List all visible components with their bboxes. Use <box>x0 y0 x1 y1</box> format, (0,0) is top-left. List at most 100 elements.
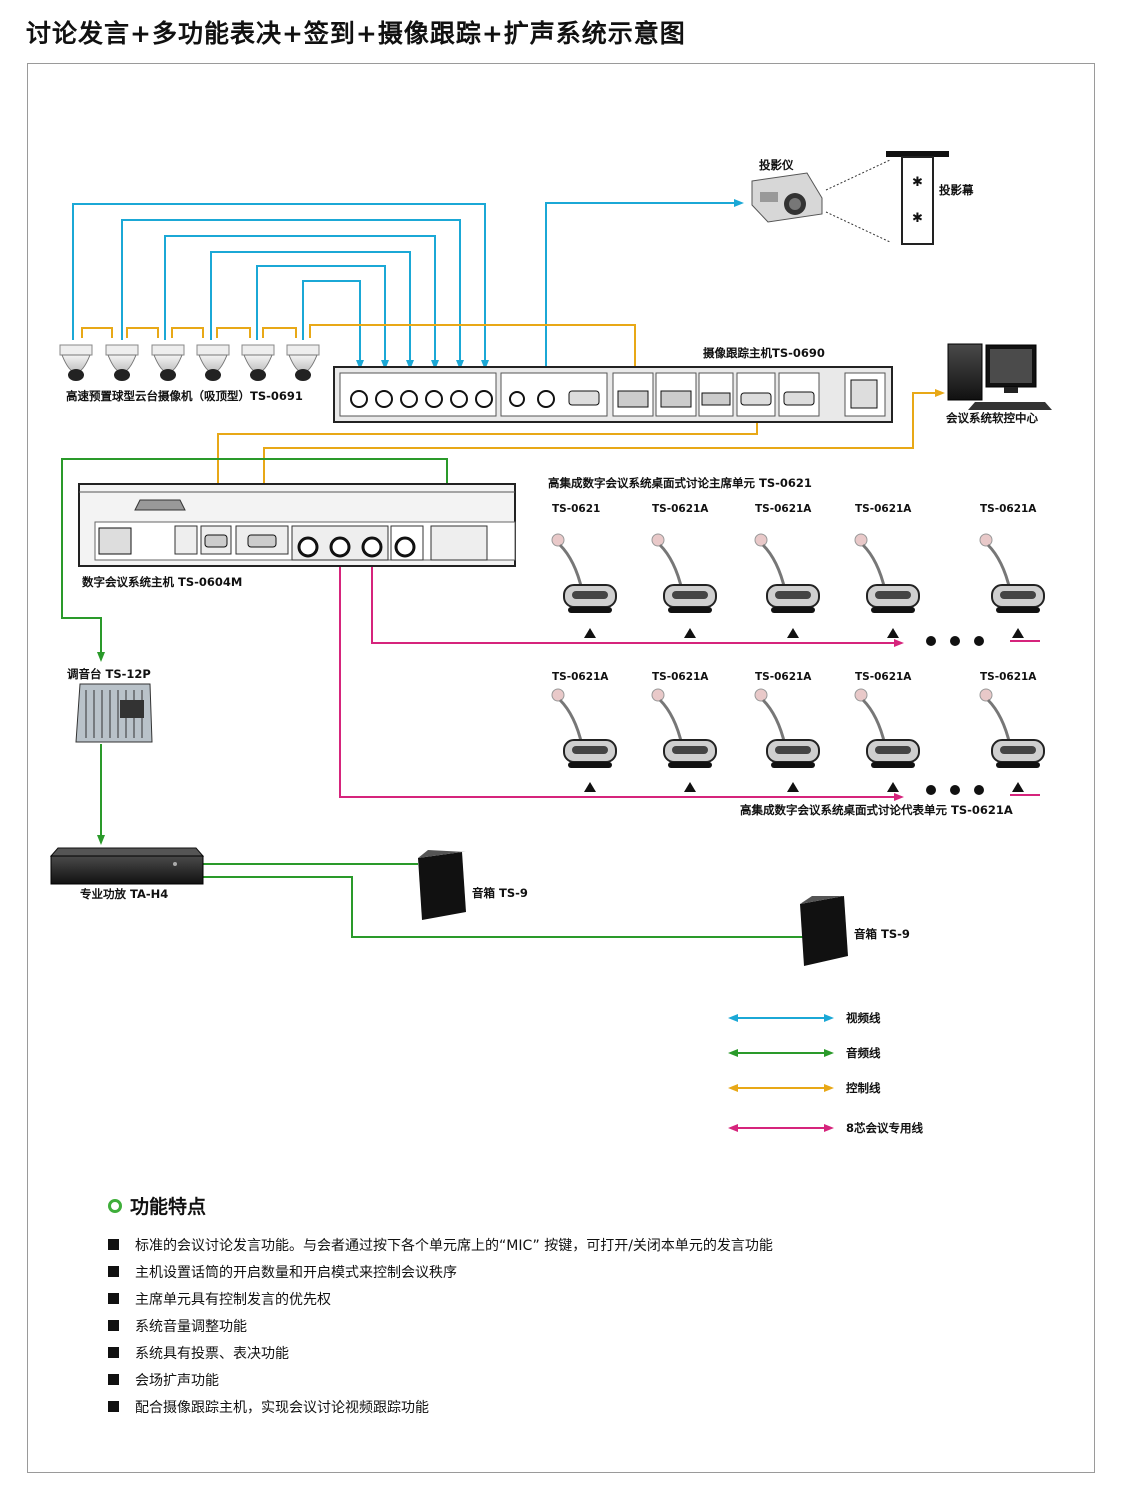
triangle-up-icon <box>1012 782 1024 792</box>
camera-host-label: 摄像跟踪主机TS-0690 <box>703 346 825 360</box>
conference-unit: TS-0621A <box>754 503 820 638</box>
mic-head <box>651 688 665 702</box>
ptz-cameras: 高速预置球型云台摄像机（吸顶型）TS-0691 <box>59 344 320 403</box>
mic-gooseneck <box>658 543 684 591</box>
legend-item: 8芯会议专用线 <box>728 1121 924 1135</box>
projection-screen: ✱ ✱ 投影幕 <box>825 151 974 245</box>
unit-model-label: TS-0621A <box>652 671 709 683</box>
unit-base <box>771 762 815 768</box>
triangle-up-icon <box>584 782 596 792</box>
square-bullet-icon <box>108 1239 119 1250</box>
screen-label: 投影幕 <box>939 183 974 197</box>
feature-list: 标准的会议讨论发言功能。与会者通过按下各个单元席上的“MIC” 按键，可打开/关… <box>108 1231 1008 1420</box>
video-line-cam4 <box>210 251 411 366</box>
projector-label: 投影仪 <box>759 158 794 172</box>
conference-unit: TS-0621A <box>854 503 920 638</box>
video-line-cam6 <box>302 280 361 366</box>
pc-center-label: 会议系统软控中心 <box>945 411 1038 425</box>
unit-panel <box>672 746 708 754</box>
feature-text: 系统具有投票、表决功能 <box>135 1345 289 1362</box>
square-bullet-icon <box>108 1347 119 1358</box>
mic-gooseneck <box>986 543 1012 591</box>
camera-5 <box>241 344 275 381</box>
unit-model-label: TS-0621 <box>552 503 600 515</box>
square-bullet-icon <box>108 1320 119 1331</box>
mic-gooseneck <box>761 543 787 591</box>
speaker-1-label: 音箱 TS-9 <box>472 886 528 900</box>
triangle-up-icon <box>584 628 596 638</box>
unit-base <box>771 607 815 613</box>
unit-model-label: TS-0621A <box>755 503 812 515</box>
mic-gooseneck <box>658 698 684 746</box>
unit-base <box>568 607 612 613</box>
unit-base <box>996 607 1040 613</box>
unit-model-label: TS-0621A <box>980 503 1037 515</box>
video-lines <box>72 199 744 378</box>
arrow-left-icon <box>728 1084 738 1092</box>
arrow-left-icon <box>728 1049 738 1057</box>
triangle-up-icon <box>887 782 899 792</box>
mic-head <box>754 688 768 702</box>
mixer: 调音台 TS-12P <box>67 667 153 743</box>
video-line-cam2 <box>121 219 461 366</box>
unit-base <box>568 762 612 768</box>
features-heading: 功能特点 <box>108 1192 1008 1219</box>
mic-head <box>551 533 565 547</box>
arrow-left-icon <box>728 1014 738 1022</box>
square-bullet-icon <box>108 1401 119 1412</box>
circle-bullet-icon <box>108 1198 122 1213</box>
amplifier: 专业功放 TA-H4 <box>49 847 205 901</box>
unit-panel <box>775 746 811 754</box>
unit-panel <box>875 591 911 599</box>
legend-item: 控制线 <box>728 1081 881 1095</box>
video-line-cam3 <box>164 235 436 366</box>
feature-text: 主席单元具有控制发言的优先权 <box>135 1291 331 1308</box>
features-section: 功能特点 标准的会议讨论发言功能。与会者通过按下各个单元席上的“MIC” 按键，… <box>108 1192 1008 1420</box>
square-bullet-icon <box>108 1374 119 1385</box>
unit-base <box>871 607 915 613</box>
arrow-left-icon <box>728 1124 738 1132</box>
arrow-right-icon <box>824 1084 834 1092</box>
unit-model-label: TS-0621A <box>855 503 912 515</box>
feature-text: 配合摄像跟踪主机，实现会议讨论视频跟踪功能 <box>135 1399 429 1416</box>
unit-panel <box>572 591 608 599</box>
camera-tracking-host: 摄像跟踪主机TS-0690 <box>333 346 893 423</box>
conference-unit: TS-0621A <box>651 503 717 638</box>
camera-2 <box>105 344 139 381</box>
mic-head <box>854 533 868 547</box>
audio-lines <box>61 458 805 938</box>
mic-head <box>854 688 868 702</box>
cameras-label: 高速预置球型云台摄像机（吸顶型）TS-0691 <box>66 389 303 403</box>
camera-6 <box>286 344 320 381</box>
feature-item: 主机设置话筒的开启数量和开启模式来控制会议秩序 <box>108 1258 1008 1285</box>
mic-head <box>979 688 993 702</box>
feature-item: 标准的会议讨论发言功能。与会者通过按下各个单元席上的“MIC” 按键，可打开/关… <box>108 1231 1008 1258</box>
conference-host-label: 数字会议系统主机 TS-0604M <box>82 575 242 589</box>
mic-head <box>754 533 768 547</box>
mic-gooseneck <box>986 698 1012 746</box>
mic-gooseneck <box>761 698 787 746</box>
pc-control-center: 会议系统软控中心 <box>945 343 1052 425</box>
legend-label: 视频线 <box>846 1011 881 1025</box>
feature-item: 配合摄像跟踪主机，实现会议讨论视频跟踪功能 <box>108 1393 1008 1420</box>
features-title: 功能特点 <box>130 1196 207 1218</box>
speaker-2-label: 音箱 TS-9 <box>854 927 910 941</box>
unit-model-label: TS-0621A <box>552 671 609 683</box>
unit-panel <box>572 746 608 754</box>
speaker-2: 音箱 TS-9 <box>800 896 910 966</box>
chairman-caption: 高集成数字会议系统桌面式讨论主席单元 TS-0621 <box>548 476 812 490</box>
mic-head <box>651 533 665 547</box>
triangle-up-icon <box>787 628 799 638</box>
square-bullet-icon <box>108 1293 119 1304</box>
continuation-dots-row2 <box>926 785 984 795</box>
legend-item: 视频线 <box>728 1011 881 1025</box>
video-line-projector <box>545 202 738 378</box>
unit-panel <box>875 746 911 754</box>
video-line-cam5 <box>256 265 386 366</box>
unit-model-label: TS-0621A <box>652 503 709 515</box>
unit-panel <box>672 591 708 599</box>
svg-text:✱: ✱ <box>912 175 923 190</box>
diagram-frame <box>27 63 1095 1473</box>
mic-head <box>551 688 565 702</box>
